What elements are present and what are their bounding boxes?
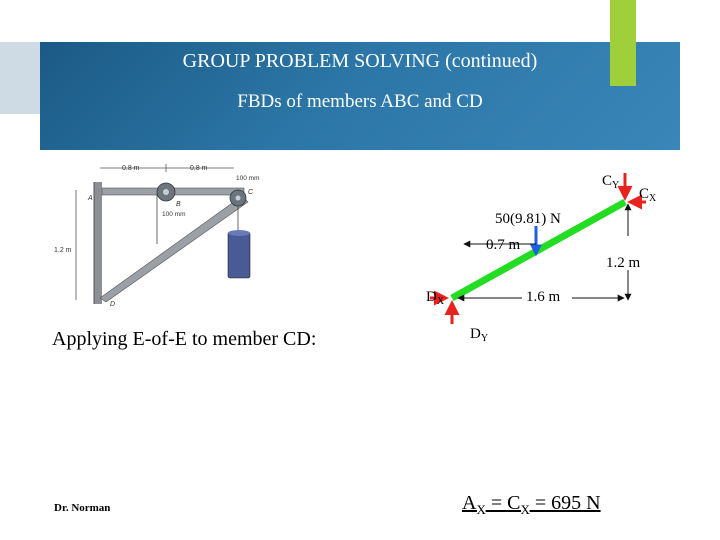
- label-dist-12: 1.2 m: [606, 255, 641, 271]
- applying-text: Applying E-of-E to member CD:: [52, 328, 317, 350]
- hanging-weight: [227, 231, 251, 279]
- label-b: B: [176, 201, 181, 208]
- label-dx: DX: [426, 289, 445, 307]
- label-dy: DY: [470, 326, 488, 344]
- slide-subtitle: FBDs of members ABC and CD: [237, 91, 483, 112]
- dim-top-right: 0.8 m: [190, 165, 208, 172]
- banner-left-tab: [0, 42, 40, 114]
- dim-height: 1.2 m: [54, 247, 72, 254]
- label-dist-07: 0.7 m: [486, 237, 521, 253]
- dim-right: 100 mm: [236, 175, 259, 182]
- slide-title: GROUP PROBLEM SOLVING (continued): [182, 50, 538, 72]
- problem-figure: 0.8 m 0.8 m 100 mm A B C D 100 mm 1.2 m: [48, 158, 270, 312]
- accent-tab: [610, 0, 636, 86]
- author-footer: Dr. Norman: [54, 502, 111, 514]
- label-c: C: [248, 189, 254, 196]
- member-cd: [99, 195, 249, 303]
- wall: [94, 182, 102, 304]
- label-d: D: [110, 301, 115, 308]
- label-cy: CY: [602, 173, 619, 191]
- title-banner: [40, 42, 680, 150]
- fbd-member-cd: CY CX 50(9.81) N 0.7 m 1.2 m 1.6 m DX DY: [426, 173, 657, 344]
- pulley-dim: 100 mm: [162, 211, 185, 218]
- label-load: 50(9.81) N: [495, 211, 561, 227]
- dim-top-left: 0.8 m: [122, 165, 140, 172]
- label-dist-16: 1.6 m: [526, 289, 561, 305]
- label-a: A: [87, 195, 93, 202]
- label-cx: CX: [639, 186, 657, 204]
- answer-equation: AX = CX = 695 N: [462, 492, 601, 517]
